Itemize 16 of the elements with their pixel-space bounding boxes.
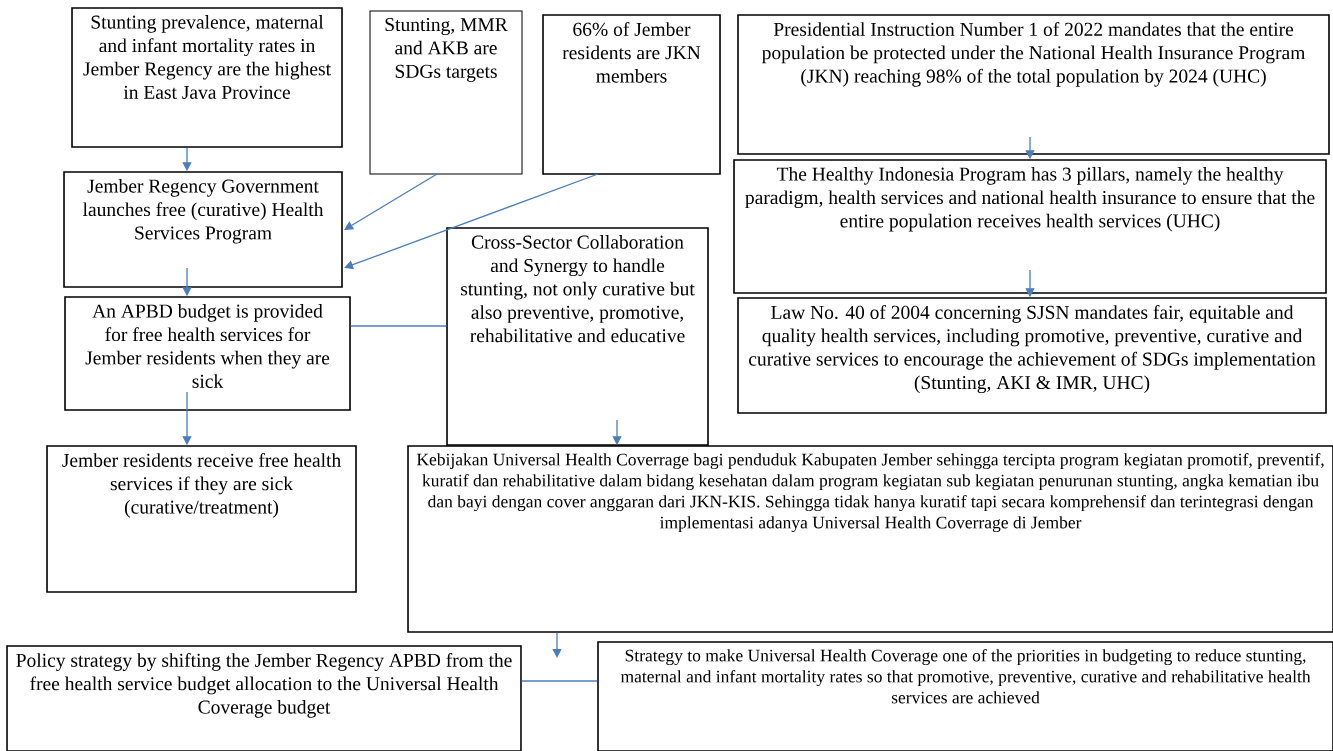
text-box: An APBD budget is provided for free health services for Jember residents when they are sick <box>64 296 351 411</box>
arrow <box>344 173 599 270</box>
text-box: Cross-Sector Collaboration and Synergy to handle stunting, not only curative but also preventive, promotive, rehabilitative and educative <box>446 227 709 446</box>
arrow <box>552 632 562 658</box>
text-box: Law No. 40 of 2004 concerning SJSN mandates fair, equitable and quality health services, including promotive, preventive, curative and curative services to encourage the achievement of SDGs implementation (Stunting, AKI & IMR, UHC) <box>737 297 1327 414</box>
text-box: Jember Regency Government launches free (curative) Health Services Program <box>63 171 343 288</box>
text-box: The Healthy Indonesia Program has 3 pillars, namely the healthy paradigm, health services and national health insurance to ensure that the entire population receives health services (UHC) <box>733 159 1327 294</box>
text-box: 66% of Jember residents are JKN members <box>542 14 721 175</box>
text-box: Policy strategy by shifting the Jember Regency APBD from the free health service budget allocation to the Universal Health Coverage budget <box>6 645 522 751</box>
text-box: Strategy to make Universal Health Coverage one of the priorities in budgeting to reduce stunting, maternal and infant mortality rates so that promotive, preventive, curative and rehabilitative health services are achieved <box>597 641 1333 751</box>
arrow <box>344 173 438 230</box>
text-box: Jember residents receive free health services if they are sick (curative/treatment) <box>46 445 357 593</box>
text-box: Kebijakan Universal Health Coverrage bagi penduduk Kabupaten Jember sehingga tercipta program kegiatan promotif, preventif, kuratif dan rehabilitative dalam bidang kesehatan dalam program kegiatan sub kegiatan penurunan stunting, angka kematian ibu dan bayi dengan cover anggaran dari JKN-KIS. Sehingga tidak hanya kuratif tapi secara komprehensif dan terintegrasi dengan implementasi adanya Universal Health Coverrage di Jember <box>407 445 1333 633</box>
text-box: Presidential Instruction Number 1 of 2022 mandates that the entire population be protected under the National Health Insurance Program (JKN) reaching 98% of the total population by 2024 (UHC) <box>737 14 1330 155</box>
text-box: Stunting, MMR and AKB are SDGs targets <box>369 10 523 175</box>
text-box: Stunting prevalence, maternal and infant mortality rates in Jember Regency are the highest in East Java Province <box>71 7 343 148</box>
